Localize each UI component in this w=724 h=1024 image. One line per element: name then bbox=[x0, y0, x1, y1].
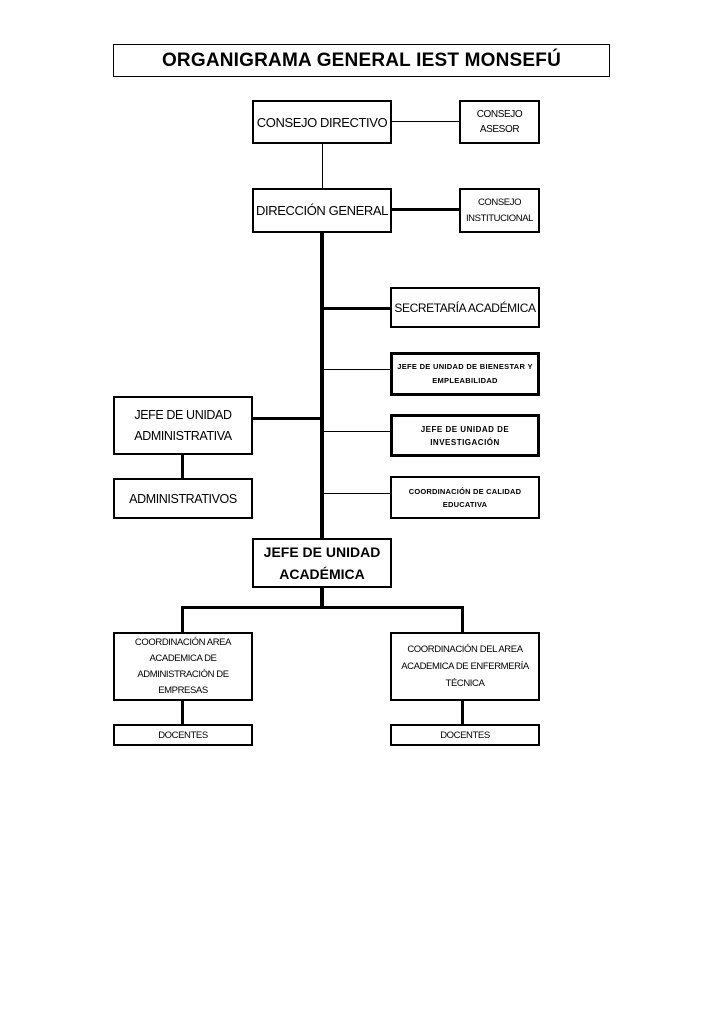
node-consejo-asesor-label: CONSEJO ASESOR bbox=[476, 109, 523, 135]
node-direccion-general: DIRECCIÓN GENERAL bbox=[252, 188, 392, 233]
node-jefe-academica: JEFE DE UNIDAD ACADÉMICA bbox=[252, 538, 392, 588]
node-jefe-bienestar-label: JEFE DE UNIDAD DE BIENESTAR Y EMPLEABILI… bbox=[397, 362, 533, 385]
connector-right-docentes bbox=[461, 700, 464, 724]
connector-right-area bbox=[461, 607, 464, 633]
node-jefe-investigacion-label: JEFE DE UNIDAD DE INVESTIGACIÓN bbox=[420, 424, 510, 447]
main-vertical-trunk bbox=[320, 233, 324, 538]
node-coord-enfermeria: COORDINACIÓN DEL AREA ACADEMICA DE ENFER… bbox=[390, 632, 540, 701]
node-coord-enfermeria-label: COORDINACIÓN DEL AREA ACADEMICA DE ENFER… bbox=[401, 644, 529, 689]
page-title-text: ORGANIGRAMA GENERAL IEST MONSEFÚ bbox=[161, 49, 562, 71]
node-jefe-investigacion: JEFE DE UNIDAD DE INVESTIGACIÓN bbox=[390, 414, 540, 457]
node-docentes-right-label: DOCENTES bbox=[440, 729, 490, 741]
node-direccion-general-label: DIRECCIÓN GENERAL bbox=[256, 203, 388, 218]
connector-horizontal-areas bbox=[181, 606, 464, 609]
connector-academica-down bbox=[320, 587, 324, 608]
node-administrativos: ADMINISTRATIVOS bbox=[113, 478, 253, 519]
node-administrativos-label: ADMINISTRATIVOS bbox=[129, 491, 237, 506]
node-docentes-right: DOCENTES bbox=[390, 724, 540, 746]
node-jefe-administrativa-label: JEFE DE UNIDAD ADMINISTRATIVA bbox=[134, 407, 232, 443]
node-consejo-directivo-label: CONSEJO DIRECTIVO bbox=[256, 114, 388, 130]
node-consejo-institucional: CONSEJO INSTITUCIONAL bbox=[459, 188, 540, 233]
connector-secretaria bbox=[322, 307, 391, 310]
node-secretaria-academica-label: SECRETARÍA ACADÉMICA bbox=[394, 300, 536, 315]
node-jefe-academica-label: JEFE DE UNIDAD ACADÉMICA bbox=[263, 544, 381, 582]
node-consejo-directivo: CONSEJO DIRECTIVO bbox=[252, 100, 392, 144]
page-title: ORGANIGRAMA GENERAL IEST MONSEFÚ bbox=[113, 44, 610, 77]
node-coordinacion-calidad-label: COORDINACIÓN DE CALIDAD EDUCATIVA bbox=[408, 486, 522, 509]
connector-left-docentes bbox=[181, 700, 184, 724]
connector-calidad bbox=[322, 493, 391, 494]
connector-investigacion bbox=[322, 431, 391, 432]
connector-direccion-institucional bbox=[390, 208, 460, 211]
node-consejo-institucional-label: CONSEJO INSTITUCIONAL bbox=[465, 196, 534, 224]
connector-administrativa-administrativos bbox=[181, 455, 184, 478]
connector-left-area bbox=[181, 607, 184, 633]
node-jefe-administrativa: JEFE DE UNIDAD ADMINISTRATIVA bbox=[113, 396, 253, 455]
node-coordinacion-calidad: COORDINACIÓN DE CALIDAD EDUCATIVA bbox=[390, 476, 540, 519]
node-docentes-left-label: DOCENTES bbox=[158, 729, 208, 741]
connector-directivo-asesor bbox=[390, 121, 460, 122]
connector-administrativa bbox=[252, 417, 322, 420]
node-coord-administracion-label: COORDINACIÓN AREA ACADEMICA DE ADMINISTR… bbox=[134, 636, 232, 696]
node-secretaria-academica: SECRETARÍA ACADÉMICA bbox=[390, 287, 540, 328]
connector-directivo-direccion bbox=[322, 144, 323, 188]
node-docentes-left: DOCENTES bbox=[113, 724, 253, 746]
connector-bienestar bbox=[322, 369, 391, 370]
node-consejo-asesor: CONSEJO ASESOR bbox=[459, 100, 540, 144]
node-coord-administracion: COORDINACIÓN AREA ACADEMICA DE ADMINISTR… bbox=[113, 632, 253, 701]
node-jefe-bienestar: JEFE DE UNIDAD DE BIENESTAR Y EMPLEABILI… bbox=[390, 352, 540, 396]
